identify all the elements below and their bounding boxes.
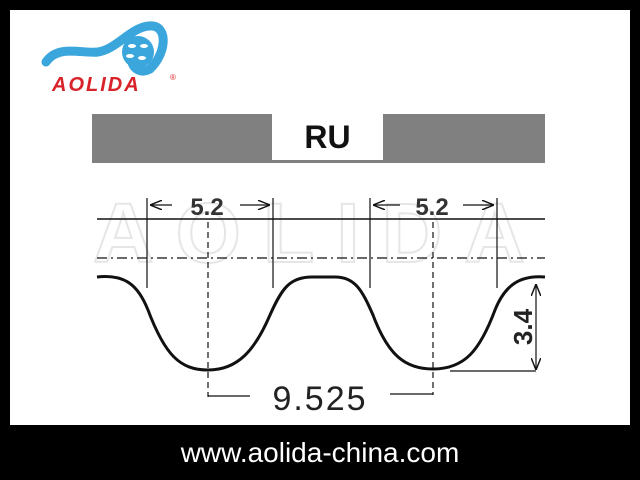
tooth-height-label: 3.4 [508, 308, 538, 345]
logo-brand-text: AOLIDA [52, 74, 141, 96]
aolida-logo-icon [41, 21, 168, 76]
tooth-profile-curve [96, 275, 546, 372]
pitch-label: 9.525 [272, 380, 367, 418]
land-width-left-label: 5.2 [190, 194, 223, 221]
profile-name: RU [272, 114, 383, 160]
registered-mark: ® [170, 73, 176, 82]
extension-lines [146, 198, 498, 288]
tooth-center-lines [207, 222, 434, 397]
footer-url: www.aolida-china.com [180, 436, 460, 468]
diagram-canvas [10, 10, 630, 425]
land-width-right-label: 5.2 [415, 194, 448, 221]
watermark-text: AOLIDA [93, 186, 547, 280]
